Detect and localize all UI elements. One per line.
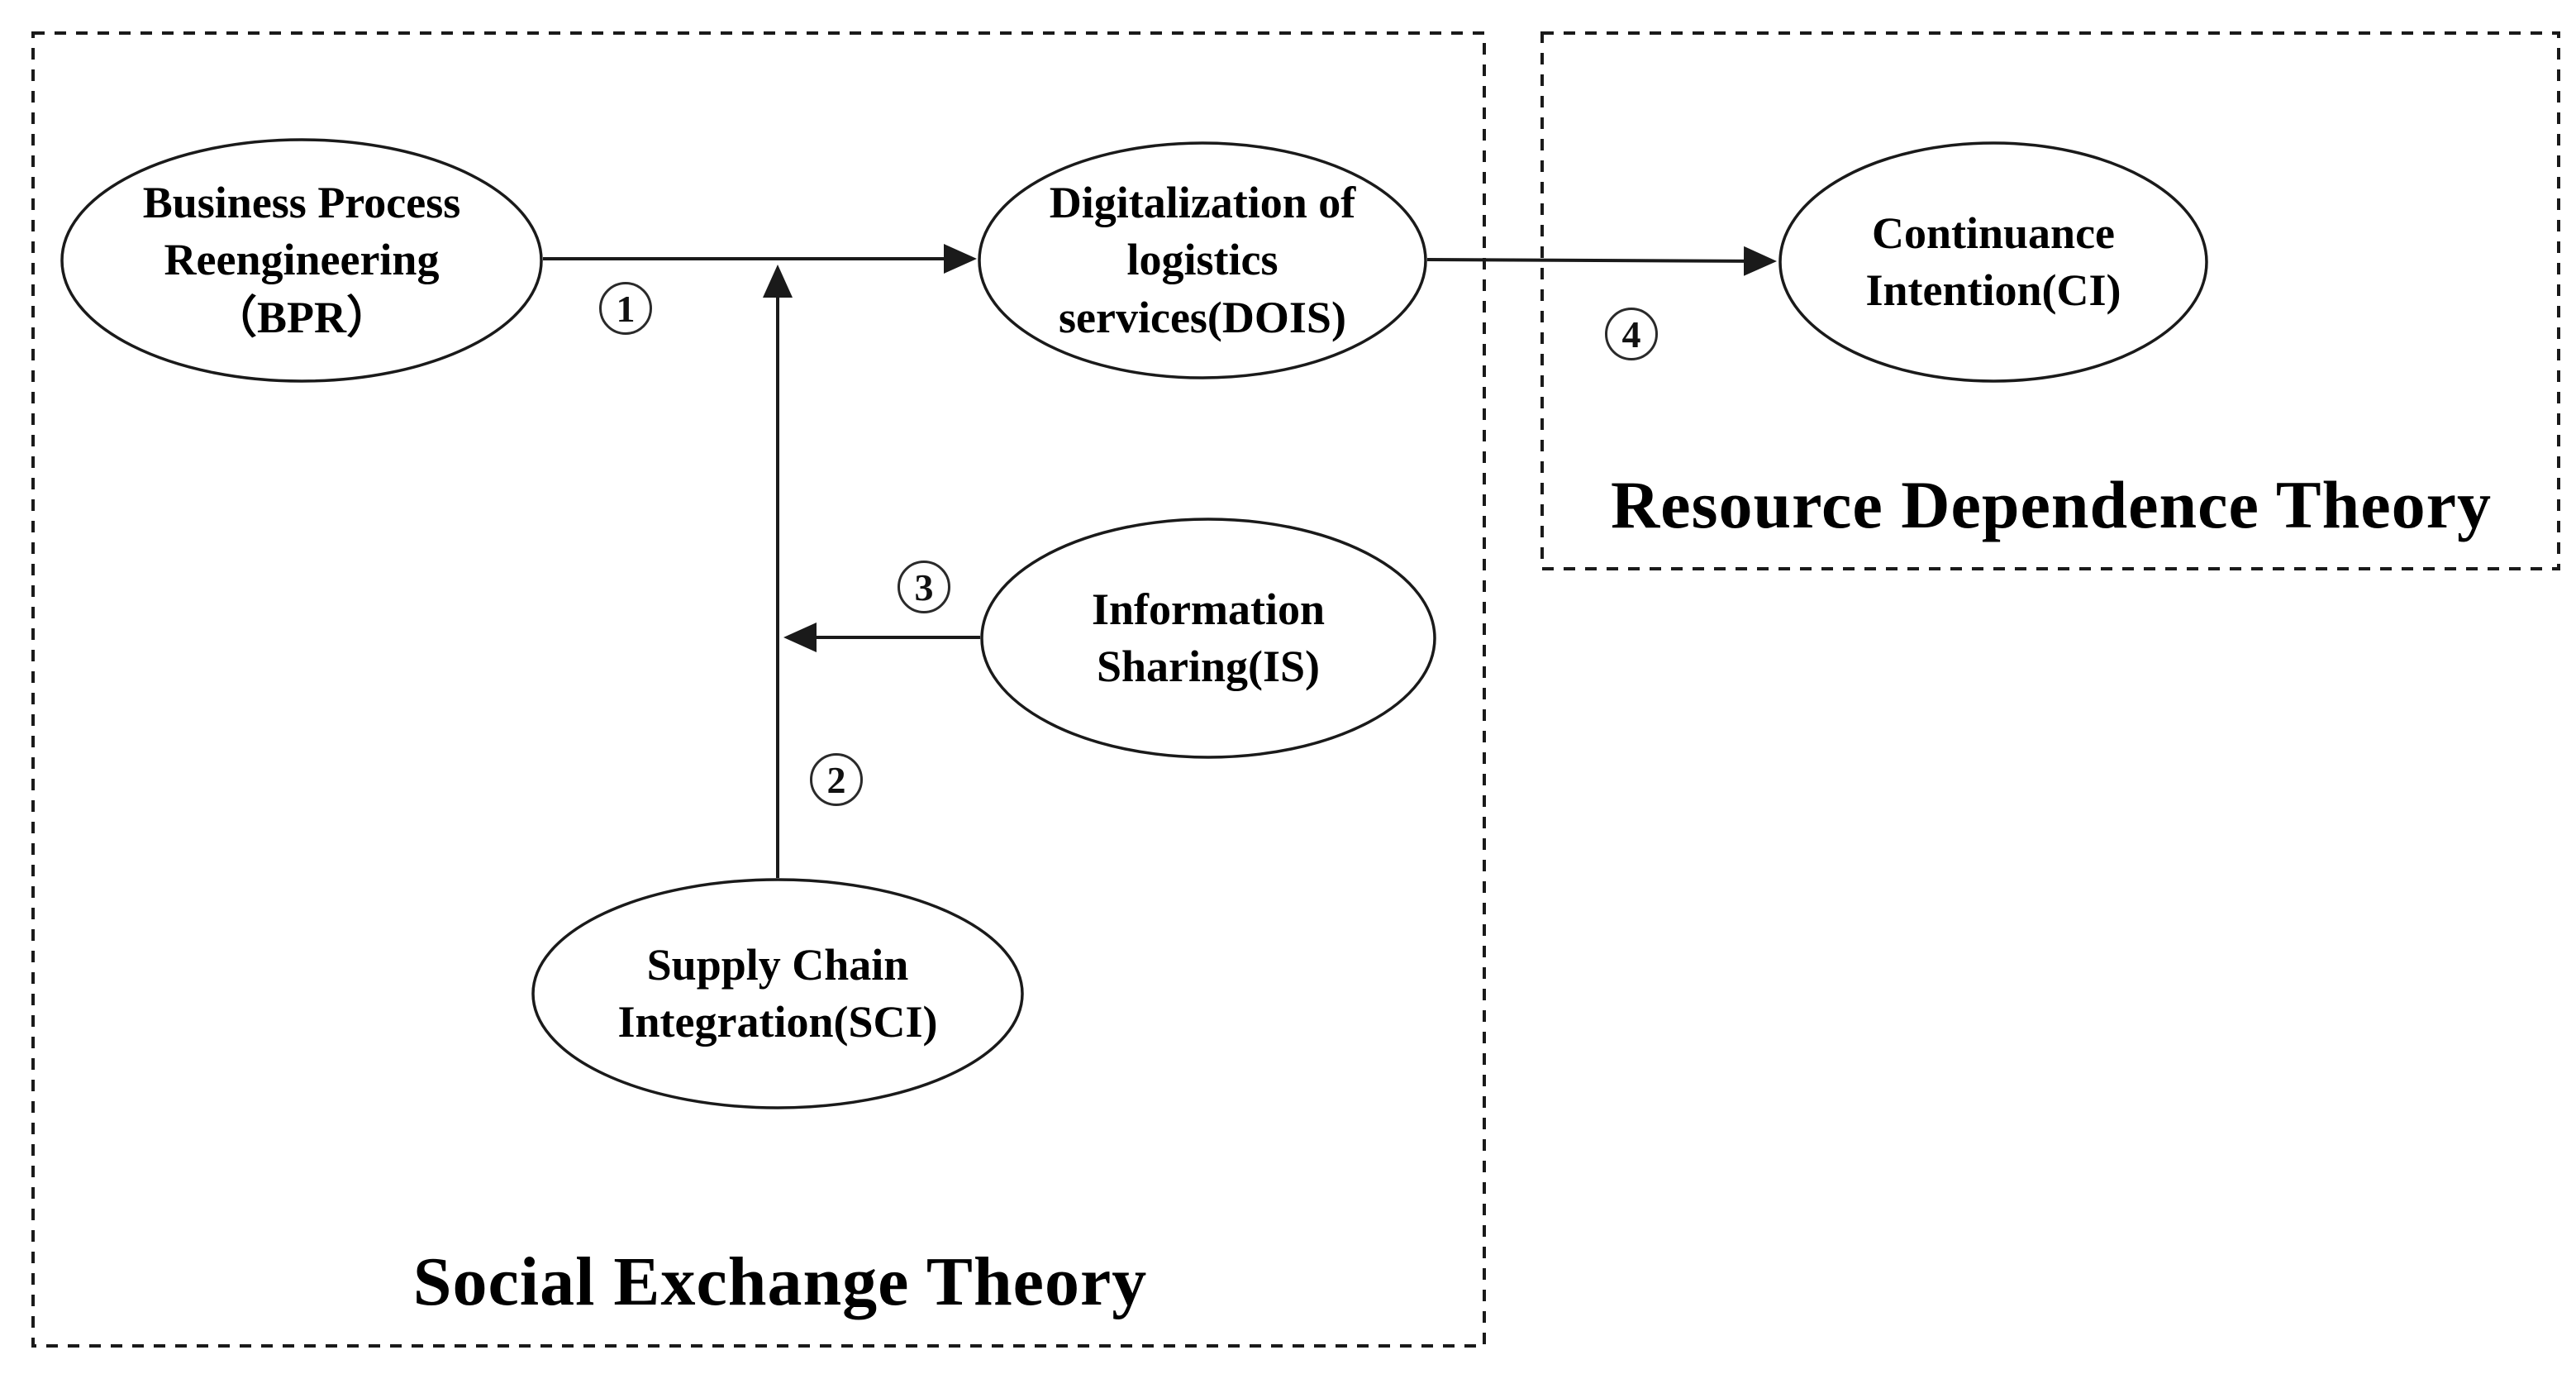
dois-node-label: Digitalization of logistics services(DOI…: [1049, 178, 1356, 342]
ci-node-label: Continuance Intention(CI): [1865, 208, 2121, 315]
bpr-node-label: Business Process Reengineering （BPR）: [142, 178, 461, 342]
bpr-ellipse: [60, 138, 543, 383]
arrow-label-1: 1: [599, 282, 652, 335]
is-node-label: Information Sharing(IS): [1092, 584, 1325, 691]
is-ellipse: [980, 518, 1436, 759]
arrow-label-4: 4: [1605, 308, 1658, 360]
social-exchange-theory-label: Social Exchange Theory: [412, 1243, 1148, 1320]
arrow-label-2: 2: [810, 753, 863, 806]
arrow-label-3: 3: [898, 561, 950, 613]
arrow-4-dois-to-ci: [1426, 246, 1777, 276]
dois-ellipse: [978, 141, 1427, 379]
social-exchange-theory-box: [31, 31, 1486, 1348]
resource-dependence-theory-label: Resource Dependence Theory: [1610, 467, 2493, 542]
sci-ellipse: [531, 878, 1024, 1109]
resource-dependence-theory-box: [1540, 31, 2560, 570]
ci-ellipse: [1778, 141, 2208, 383]
sci-node-label: Supply Chain Integration(SCI): [617, 939, 938, 1047]
